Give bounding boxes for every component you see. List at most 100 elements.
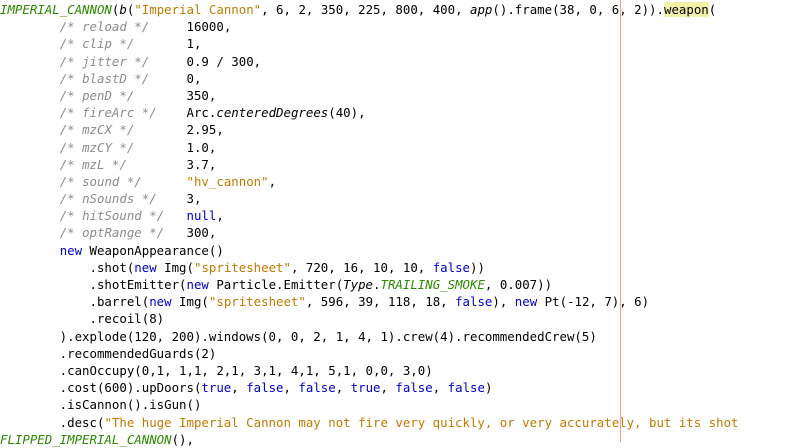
code-token: ,	[380, 380, 396, 396]
comment-token: /* penD */	[59, 87, 135, 103]
code-token: ,	[283, 380, 299, 396]
highlighted-token: weapon	[663, 2, 709, 17]
code-token: .shotEmitter(	[0, 277, 187, 292]
comment-token: /* nSounds */	[59, 191, 157, 207]
identifier-token: Type	[343, 277, 374, 292]
code-token	[0, 122, 60, 137]
code-token: .recoil(8)	[0, 311, 165, 327]
code-token	[0, 243, 60, 258]
comment-token: /* optRange */	[59, 225, 165, 241]
string-token: "hv_cannon"	[186, 173, 269, 189]
code-line: /* optRange */ 300,	[0, 224, 800, 241]
comment-token: /* mzCY */	[59, 139, 135, 155]
code-token: .shot(	[0, 259, 135, 275]
code-token	[0, 208, 60, 223]
code-line: FLIPPED_IMPERIAL_CANNON(),	[0, 431, 800, 448]
code-line: /* mzCX */ 2.95,	[0, 121, 800, 138]
code-token	[164, 208, 186, 223]
keyword-token: new	[149, 294, 172, 310]
code-token: (	[126, 2, 135, 17]
code-token: ().frame(38, 0, 6, 2)).	[492, 2, 664, 17]
keyword-token: true	[201, 380, 232, 396]
constant-token: FLIPPED_IMPERIAL_CANNON	[0, 431, 172, 447]
code-line: /* sound */ "hv_cannon",	[0, 173, 800, 190]
code-token: 0,	[149, 70, 202, 86]
code-token: 3.7,	[126, 156, 217, 172]
code-token	[0, 191, 60, 206]
code-token: , 6, 2, 350, 225, 800, 400,	[261, 2, 471, 17]
code-token	[0, 88, 60, 103]
code-line: /* reload */ 16000,	[0, 18, 800, 35]
comment-token: /* reload */	[59, 19, 150, 35]
code-line: .barrel(new Img("spritesheet", 596, 39, …	[0, 293, 800, 310]
string-token: "Imperial Cannon"	[134, 2, 262, 17]
keyword-token: true	[350, 380, 381, 396]
code-token: ,	[231, 380, 247, 396]
code-token: Img(	[156, 259, 194, 275]
code-token	[0, 54, 60, 69]
identifier-token: b	[119, 2, 127, 17]
string-token: "spritesheet"	[208, 294, 306, 310]
code-token	[0, 36, 60, 51]
keyword-token: false	[432, 259, 471, 275]
code-line: .cost(600).upDoors(true, false, false, t…	[0, 379, 800, 396]
code-line: /* mzL */ 3.7,	[0, 156, 800, 173]
code-token: (	[111, 2, 120, 17]
keyword-token: false	[395, 380, 433, 396]
code-token: Arc.	[156, 105, 217, 121]
identifier-token: app	[470, 2, 493, 17]
code-line: /* hitSound */ null,	[0, 207, 800, 224]
code-line: .recoil(8)	[0, 310, 800, 327]
comment-token: /* jitter */	[59, 53, 150, 69]
code-line: .isCannon().isGun()	[0, 396, 800, 413]
code-line: new WeaponAppearance()	[0, 242, 800, 259]
comment-token: /* clip */	[59, 36, 135, 52]
code-line: .shotEmitter(new Particle.Emitter(Type.T…	[0, 276, 800, 293]
keyword-token: new	[59, 242, 83, 258]
comment-token: /* hitSound */	[59, 208, 165, 224]
code-token: .barrel(	[0, 294, 150, 310]
code-token: Img(	[171, 294, 209, 310]
string-token: "spritesheet"	[193, 259, 291, 275]
code-token: , 720, 16, 10, 10,	[290, 259, 433, 275]
code-line: ).explode(120, 200).windows(0, 0, 2, 1, …	[0, 328, 800, 345]
code-token	[0, 105, 60, 120]
code-line: /* fireArc */ Arc.centeredDegrees(40),	[0, 104, 800, 121]
code-token	[0, 174, 60, 189]
identifier-token: centeredDegrees	[216, 105, 329, 121]
code-line: /* clip */ 1,	[0, 35, 800, 52]
keyword-token: new	[186, 277, 209, 292]
comment-token: /* fireArc */	[59, 105, 157, 121]
code-token: 0.9 / 300,	[149, 53, 262, 69]
code-token: (),	[171, 431, 194, 447]
code-token: ,	[335, 380, 351, 396]
code-token: .isCannon().isGun()	[0, 397, 202, 413]
comment-token: /* mzL */	[59, 156, 127, 172]
keyword-token: false	[455, 294, 493, 310]
code-token: , 596, 39, 118, 18,	[305, 294, 456, 310]
code-token	[142, 174, 187, 189]
code-token: WeaponAppearance()	[82, 242, 224, 258]
code-token: (	[708, 2, 717, 17]
code-line: /* penD */ 350,	[0, 87, 800, 104]
code-token: .recommendedGuards(2)	[0, 345, 217, 361]
code-token: )	[484, 380, 493, 396]
code-token	[0, 19, 60, 34]
code-line: /* nSounds */ 3,	[0, 190, 800, 207]
code-token: 16000,	[149, 19, 232, 35]
constant-token: IMPERIAL_CANNON	[0, 2, 112, 17]
code-token: .	[373, 277, 381, 292]
code-line: /* blastD */ 0,	[0, 70, 800, 87]
comment-token: /* mzCX */	[59, 122, 135, 138]
keyword-token: new	[134, 259, 157, 275]
comment-token: /* sound */	[59, 173, 142, 189]
keyword-token: false	[447, 380, 485, 396]
code-token	[0, 71, 60, 86]
code-token: .canOccupy(0,1, 1,1, 2,1, 3,1, 4,1, 5,1,…	[0, 362, 433, 378]
code-token: ),	[492, 294, 515, 310]
code-token: ,	[216, 208, 224, 224]
code-token: ).explode(120, 200).windows(0, 0, 2, 1, …	[0, 328, 597, 344]
code-token: .desc(	[0, 414, 105, 430]
